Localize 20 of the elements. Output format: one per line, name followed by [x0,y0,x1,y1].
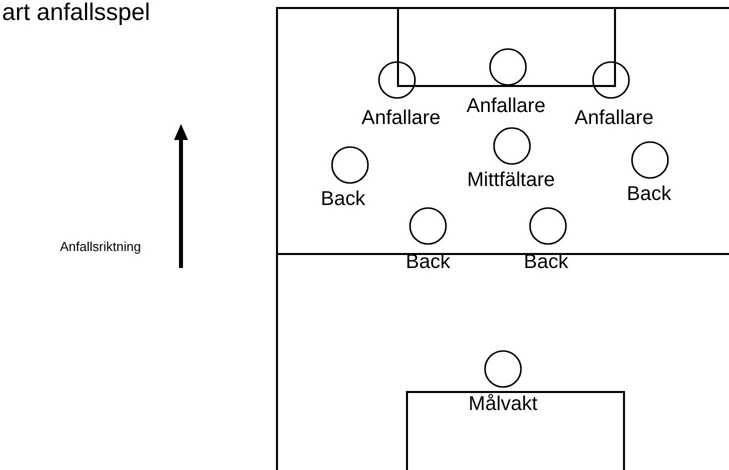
player-label: Anfallare [362,108,440,128]
player-label: Back [524,252,568,272]
player-circle [409,207,447,245]
player-label: Back [320,189,366,209]
player-circle [378,61,416,99]
player-label: Anfallare [466,96,546,116]
player-label: Mittfältare [467,170,555,190]
player-label: Anfallare [574,108,654,128]
player-circle [484,350,522,388]
player-circle [529,207,567,245]
player-circle [592,61,630,99]
player-label: Back [626,184,672,204]
player-label: Back [406,252,450,272]
direction-label: Anfallsriktning [60,240,141,253]
player-circle [493,127,531,165]
player-label: Målvakt [468,394,538,414]
title: art anfallsspel [2,1,150,25]
player-circle [331,146,369,184]
player-circle [489,48,527,86]
player-circle [631,141,669,179]
